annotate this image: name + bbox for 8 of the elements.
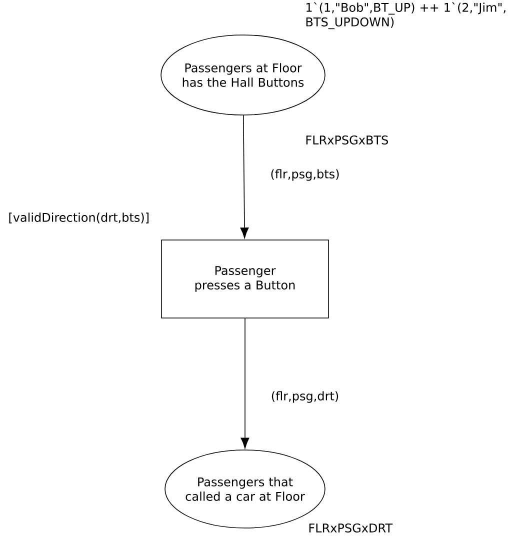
arc-arrow xyxy=(240,114,249,238)
guard-label: [validDirection(drt,bts)] xyxy=(9,212,149,224)
arc-label: (flr,psg,drt) xyxy=(270,390,340,404)
marking-text: 1`(1,"Bob",BT_UP) ++ 1`(2,"Jim", BTS_UPDOWN) xyxy=(306,2,506,30)
arc-arrow xyxy=(240,318,250,449)
transition-box: Passenger presses a Button xyxy=(161,240,329,318)
type-label: FLRxPSGxBTS xyxy=(306,135,388,145)
arc-label: (flr,psg,bts) xyxy=(269,168,341,182)
